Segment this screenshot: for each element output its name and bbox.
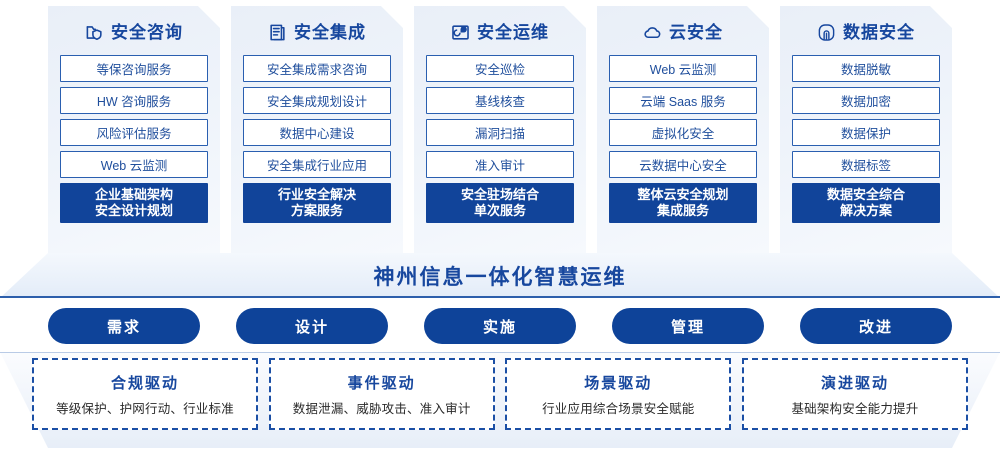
service-item[interactable]: 安全巡检 <box>426 55 574 82</box>
stage-pill-improvement[interactable]: 改进 <box>800 308 952 344</box>
driver-title: 事件驱动 <box>347 374 416 392</box>
footer-line: 数据安全综合 <box>826 187 905 202</box>
driver-subtitle: 基础架构安全能力提升 <box>791 401 919 416</box>
service-item[interactable]: 漏洞扫描 <box>426 119 574 146</box>
service-item[interactable]: 数据加密 <box>792 87 940 114</box>
driver-subtitle: 等级保护、护网行动、行业标准 <box>56 401 234 416</box>
column-footer-highlight[interactable]: 企业基础架构 安全设计规划 <box>60 183 208 223</box>
service-item[interactable]: HW 咨询服务 <box>60 87 208 114</box>
service-item[interactable]: Web 云监测 <box>609 55 757 82</box>
driver-card-scenario[interactable]: 场景驱动 行业应用综合场景安全赋能 <box>505 358 732 430</box>
stage-pill-requirement[interactable]: 需求 <box>48 308 200 344</box>
column-footer-highlight[interactable]: 行业安全解决 方案服务 <box>243 183 391 223</box>
column-title: 安全运维 <box>477 22 549 42</box>
column-footer-highlight[interactable]: 安全驻场结合 单次服务 <box>426 183 574 223</box>
footer-line: 安全设计规划 <box>94 203 173 218</box>
document-stack-icon <box>268 23 287 42</box>
service-item[interactable]: 风险评估服务 <box>60 119 208 146</box>
service-column-security-integration[interactable]: 安全集成 安全集成需求咨询 安全集成规划设计 数据中心建设 安全集成行业应用 行… <box>231 6 403 254</box>
column-header: 安全咨询 <box>60 14 208 50</box>
footer-line: 解决方案 <box>839 203 892 218</box>
driver-title: 合规驱动 <box>110 374 179 392</box>
footer-line: 方案服务 <box>290 203 343 218</box>
service-item[interactable]: 虚拟化安全 <box>609 119 757 146</box>
service-item[interactable]: 准入审计 <box>426 151 574 178</box>
service-column-cloud-security[interactable]: 云安全 Web 云监测 云端 Saas 服务 虚拟化安全 云数据中心安全 整体云… <box>597 6 769 254</box>
column-header: 数据安全 <box>792 14 940 50</box>
service-column-data-security[interactable]: 数据安全 数据脱敏 数据加密 数据保护 数据标签 数据安全综合 解决方案 <box>780 6 952 254</box>
service-item[interactable]: 等保咨询服务 <box>60 55 208 82</box>
monitor-chart-icon <box>451 23 470 42</box>
driver-subtitle: 行业应用综合场景安全赋能 <box>542 401 695 416</box>
platform-banner-title: 神州信息一体化智慧运维 <box>373 265 627 289</box>
service-item[interactable]: 云数据中心安全 <box>609 151 757 178</box>
service-item[interactable]: 安全集成需求咨询 <box>243 55 391 82</box>
service-item[interactable]: 数据脱敏 <box>792 55 940 82</box>
lifecycle-stages: 需求 设计 实施 管理 改进 <box>0 308 1000 344</box>
footer-line: 单次服务 <box>473 203 526 218</box>
driver-title: 演进驱动 <box>820 374 889 392</box>
column-header: 云安全 <box>609 14 757 50</box>
cloud-icon <box>643 23 662 42</box>
banner-bottom-rule <box>0 296 1000 298</box>
service-item[interactable]: 数据保护 <box>792 119 940 146</box>
service-item[interactable]: 安全集成行业应用 <box>243 151 391 178</box>
service-item[interactable]: 数据标签 <box>792 151 940 178</box>
fingerprint-icon <box>817 23 836 42</box>
service-item[interactable]: Web 云监测 <box>60 151 208 178</box>
driver-title: 场景驱动 <box>584 374 653 392</box>
service-item[interactable]: 基线核查 <box>426 87 574 114</box>
platform-banner: 神州信息一体化智慧运维 <box>0 253 1000 298</box>
column-footer-highlight[interactable]: 数据安全综合 解决方案 <box>792 183 940 223</box>
service-column-security-operations[interactable]: 安全运维 安全巡检 基线核查 漏洞扫描 准入审计 安全驻场结合 单次服务 <box>414 6 586 254</box>
service-columns: 安全咨询 等保咨询服务 HW 咨询服务 风险评估服务 Web 云监测 企业基础架… <box>0 6 1000 256</box>
service-item[interactable]: 安全集成规划设计 <box>243 87 391 114</box>
service-item[interactable]: 数据中心建设 <box>243 119 391 146</box>
driver-card-evolution[interactable]: 演进驱动 基础架构安全能力提升 <box>741 358 968 430</box>
column-header: 安全运维 <box>426 14 574 50</box>
footer-line: 安全驻场结合 <box>460 187 539 202</box>
driver-cards: 合规驱动 等级保护、护网行动、行业标准 事件驱动 数据泄漏、威胁攻击、准入审计 … <box>0 358 1000 442</box>
drivers-base-top-rule <box>0 352 1000 353</box>
footer-line: 企业基础架构 <box>94 187 173 202</box>
driver-card-compliance[interactable]: 合规驱动 等级保护、护网行动、行业标准 <box>32 358 258 430</box>
shield-folder-icon <box>85 23 104 42</box>
driver-card-incident[interactable]: 事件驱动 数据泄漏、威胁攻击、准入审计 <box>268 358 495 430</box>
column-footer-highlight[interactable]: 整体云安全规划 集成服务 <box>609 183 757 223</box>
column-title: 数据安全 <box>843 22 915 42</box>
footer-line: 整体云安全规划 <box>637 187 729 202</box>
column-title: 安全集成 <box>294 22 366 42</box>
stage-pill-implementation[interactable]: 实施 <box>424 308 576 344</box>
column-title: 安全咨询 <box>111 22 183 42</box>
footer-line: 行业安全解决 <box>277 187 356 202</box>
column-title: 云安全 <box>669 22 723 42</box>
driver-subtitle: 数据泄漏、威胁攻击、准入审计 <box>292 401 471 416</box>
column-header: 安全集成 <box>243 14 391 50</box>
stage-pill-management[interactable]: 管理 <box>612 308 764 344</box>
footer-line: 集成服务 <box>656 203 709 218</box>
service-item[interactable]: 云端 Saas 服务 <box>609 87 757 114</box>
service-column-security-consulting[interactable]: 安全咨询 等保咨询服务 HW 咨询服务 风险评估服务 Web 云监测 企业基础架… <box>48 6 220 254</box>
stage-pill-design[interactable]: 设计 <box>236 308 388 344</box>
